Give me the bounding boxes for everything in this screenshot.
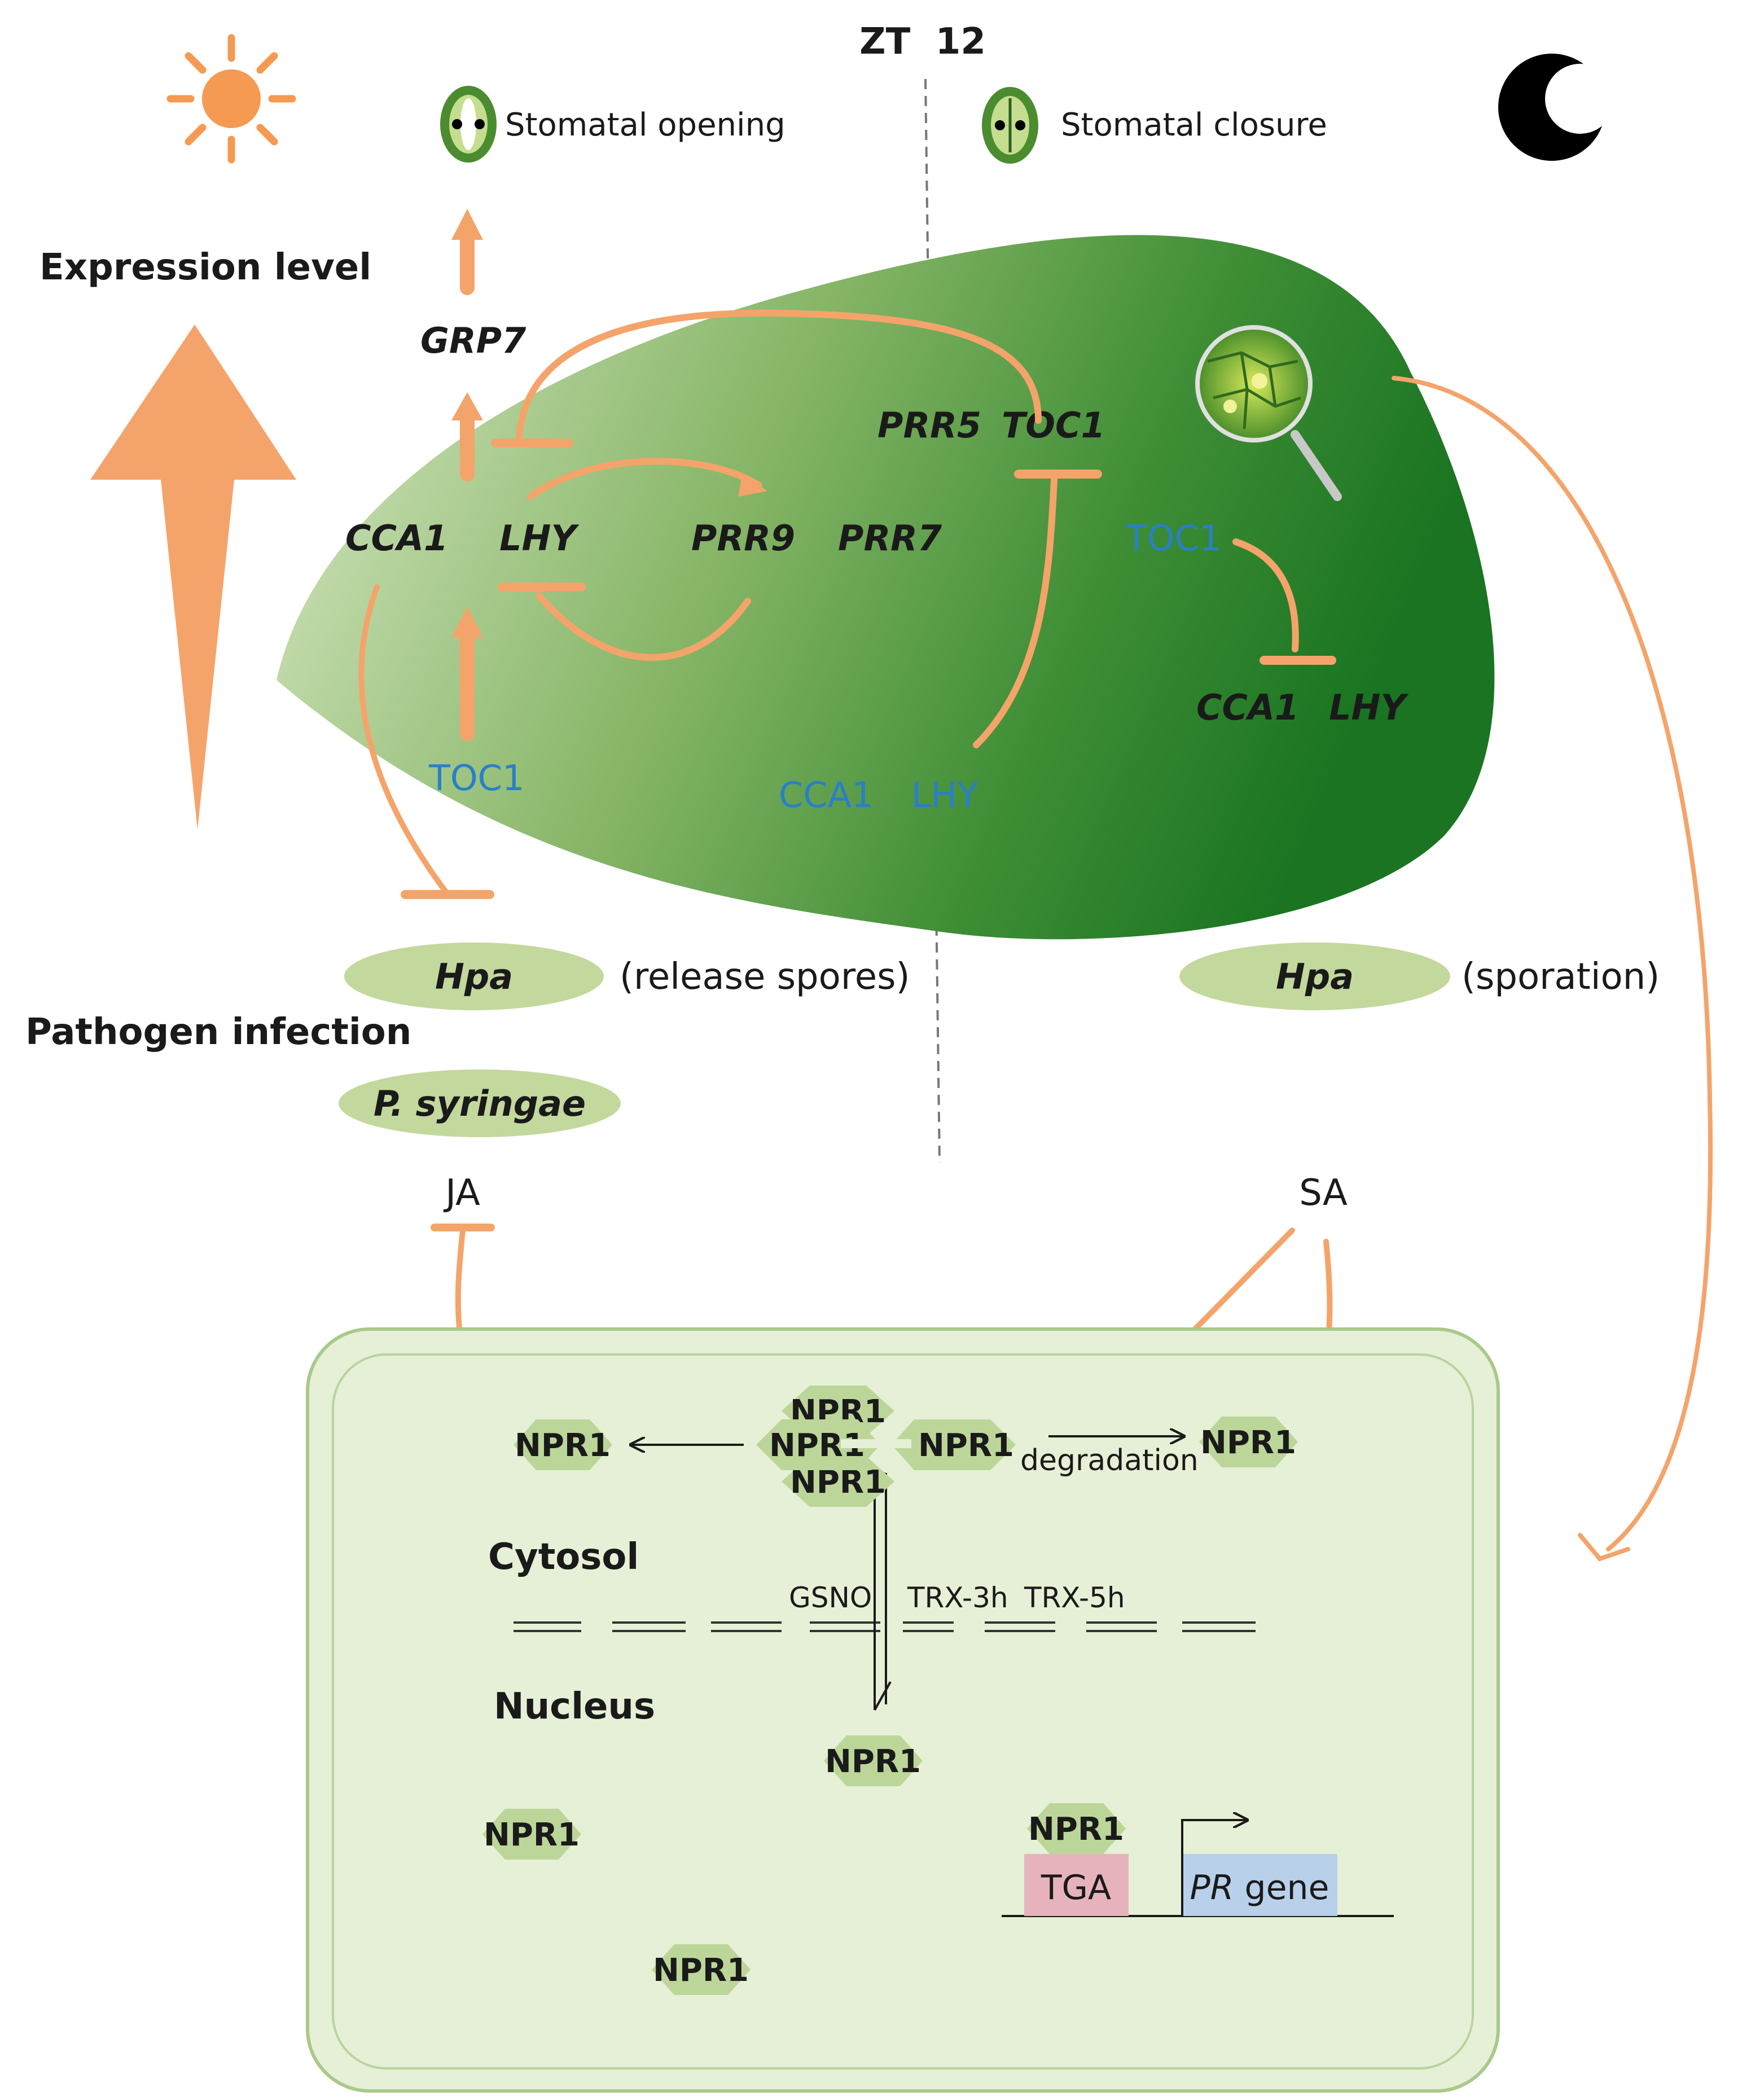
npr1-nuclear-left: NPR1	[484, 1817, 580, 1853]
gene-toc1: TOC1	[1002, 405, 1105, 446]
sa-label: SA	[1299, 1172, 1348, 1214]
nucleus-label: Nucleus	[494, 1686, 655, 1728]
zt12-label: ZT 12	[859, 21, 986, 63]
moon-icon	[1498, 54, 1615, 161]
trx5h-label: TRX-5h	[1024, 1581, 1125, 1614]
gene-grp7: GRP7	[420, 320, 526, 361]
hpa-day-label: Hpa	[435, 956, 513, 997]
gsno-label: GSNO	[789, 1581, 872, 1614]
gene-prr9: PRR9	[691, 518, 795, 559]
npr1-hexagon	[514, 1419, 612, 1470]
pr-gene-box	[1182, 1854, 1337, 1916]
npr1-monomer-cytosol-left: NPR1	[515, 1427, 611, 1464]
npr1-hexagon	[824, 1735, 923, 1786]
ja-label: JA	[443, 1172, 480, 1214]
gene-lhy-night: LHY	[1329, 687, 1409, 728]
npr1-hexagon	[756, 1419, 880, 1470]
cytosol-label: Cytosol	[488, 1536, 639, 1578]
npr1-label: NPR1	[918, 1427, 1014, 1464]
gene-cca1-night: CCA1	[1196, 687, 1299, 728]
hpa-night-label: Hpa	[1276, 956, 1354, 997]
protein-lhy-day: LHY	[911, 774, 978, 816]
hpa-day-oval	[344, 942, 604, 1010]
npr1-nuclear: NPR1	[825, 1743, 921, 1780]
stomatal-opening-label: Stomatal opening	[505, 107, 786, 143]
protein-toc1-day: TOC1	[428, 757, 524, 799]
stoma-closed-icon	[982, 87, 1038, 164]
gene-lhy: LHY	[499, 518, 580, 559]
leaf-shape	[277, 235, 1495, 940]
stoma-open-icon	[440, 86, 497, 163]
npr1-oligomer: NPR1 NPR1 NPR1 NPR1	[756, 1386, 1016, 1507]
npr1-nuclear-bottom: NPR1	[653, 1952, 749, 1989]
npr1-hexagon	[652, 1944, 751, 1995]
tga-label: TGA	[1041, 1868, 1111, 1908]
npr1-bound: NPR1	[1028, 1811, 1124, 1848]
stomatal-closure-label: Stomatal closure	[1061, 107, 1327, 143]
nuclear-envelope	[514, 1621, 1256, 1632]
degradation-label: degradation	[1020, 1444, 1199, 1478]
expression-level-label: Expression level	[40, 247, 371, 288]
psyringae-oval	[339, 1069, 621, 1137]
pr-gene-label: PR gene	[1190, 1868, 1329, 1908]
pathogen-infection-label: Pathogen infection	[25, 1011, 411, 1053]
protein-cca1-day: CCA1	[779, 774, 874, 816]
tga-box	[1024, 1854, 1129, 1916]
hpa-day-note: (release spores)	[620, 956, 910, 998]
npr1-degraded: NPR1	[1200, 1424, 1296, 1461]
hpa-night-oval	[1179, 942, 1450, 1010]
psyringae-label: P. syringae	[374, 1083, 586, 1124]
trx3h-label: TRX-3h	[907, 1581, 1008, 1614]
npr1-hexagon	[1199, 1417, 1298, 1467]
sun-icon	[166, 34, 296, 164]
npr1-hexagon	[1027, 1803, 1126, 1854]
gene-prr7: PRR7	[838, 518, 942, 559]
protein-toc1-night: TOC1	[1125, 518, 1221, 559]
pr-gene-name: PR	[1190, 1868, 1234, 1908]
expression-level-arrow	[90, 325, 296, 830]
npr1-hexagon	[482, 1809, 581, 1860]
magnifier-icon	[1195, 325, 1342, 501]
gene-cca1: CCA1	[345, 518, 448, 559]
npr1-hexagon	[892, 1419, 1016, 1470]
transcription-start-arrow	[1181, 1820, 1247, 1916]
hpa-night-note: (sporation)	[1462, 956, 1660, 998]
pr-gene-suffix: gene	[1234, 1868, 1329, 1908]
gene-prr5: PRR5	[877, 405, 981, 446]
